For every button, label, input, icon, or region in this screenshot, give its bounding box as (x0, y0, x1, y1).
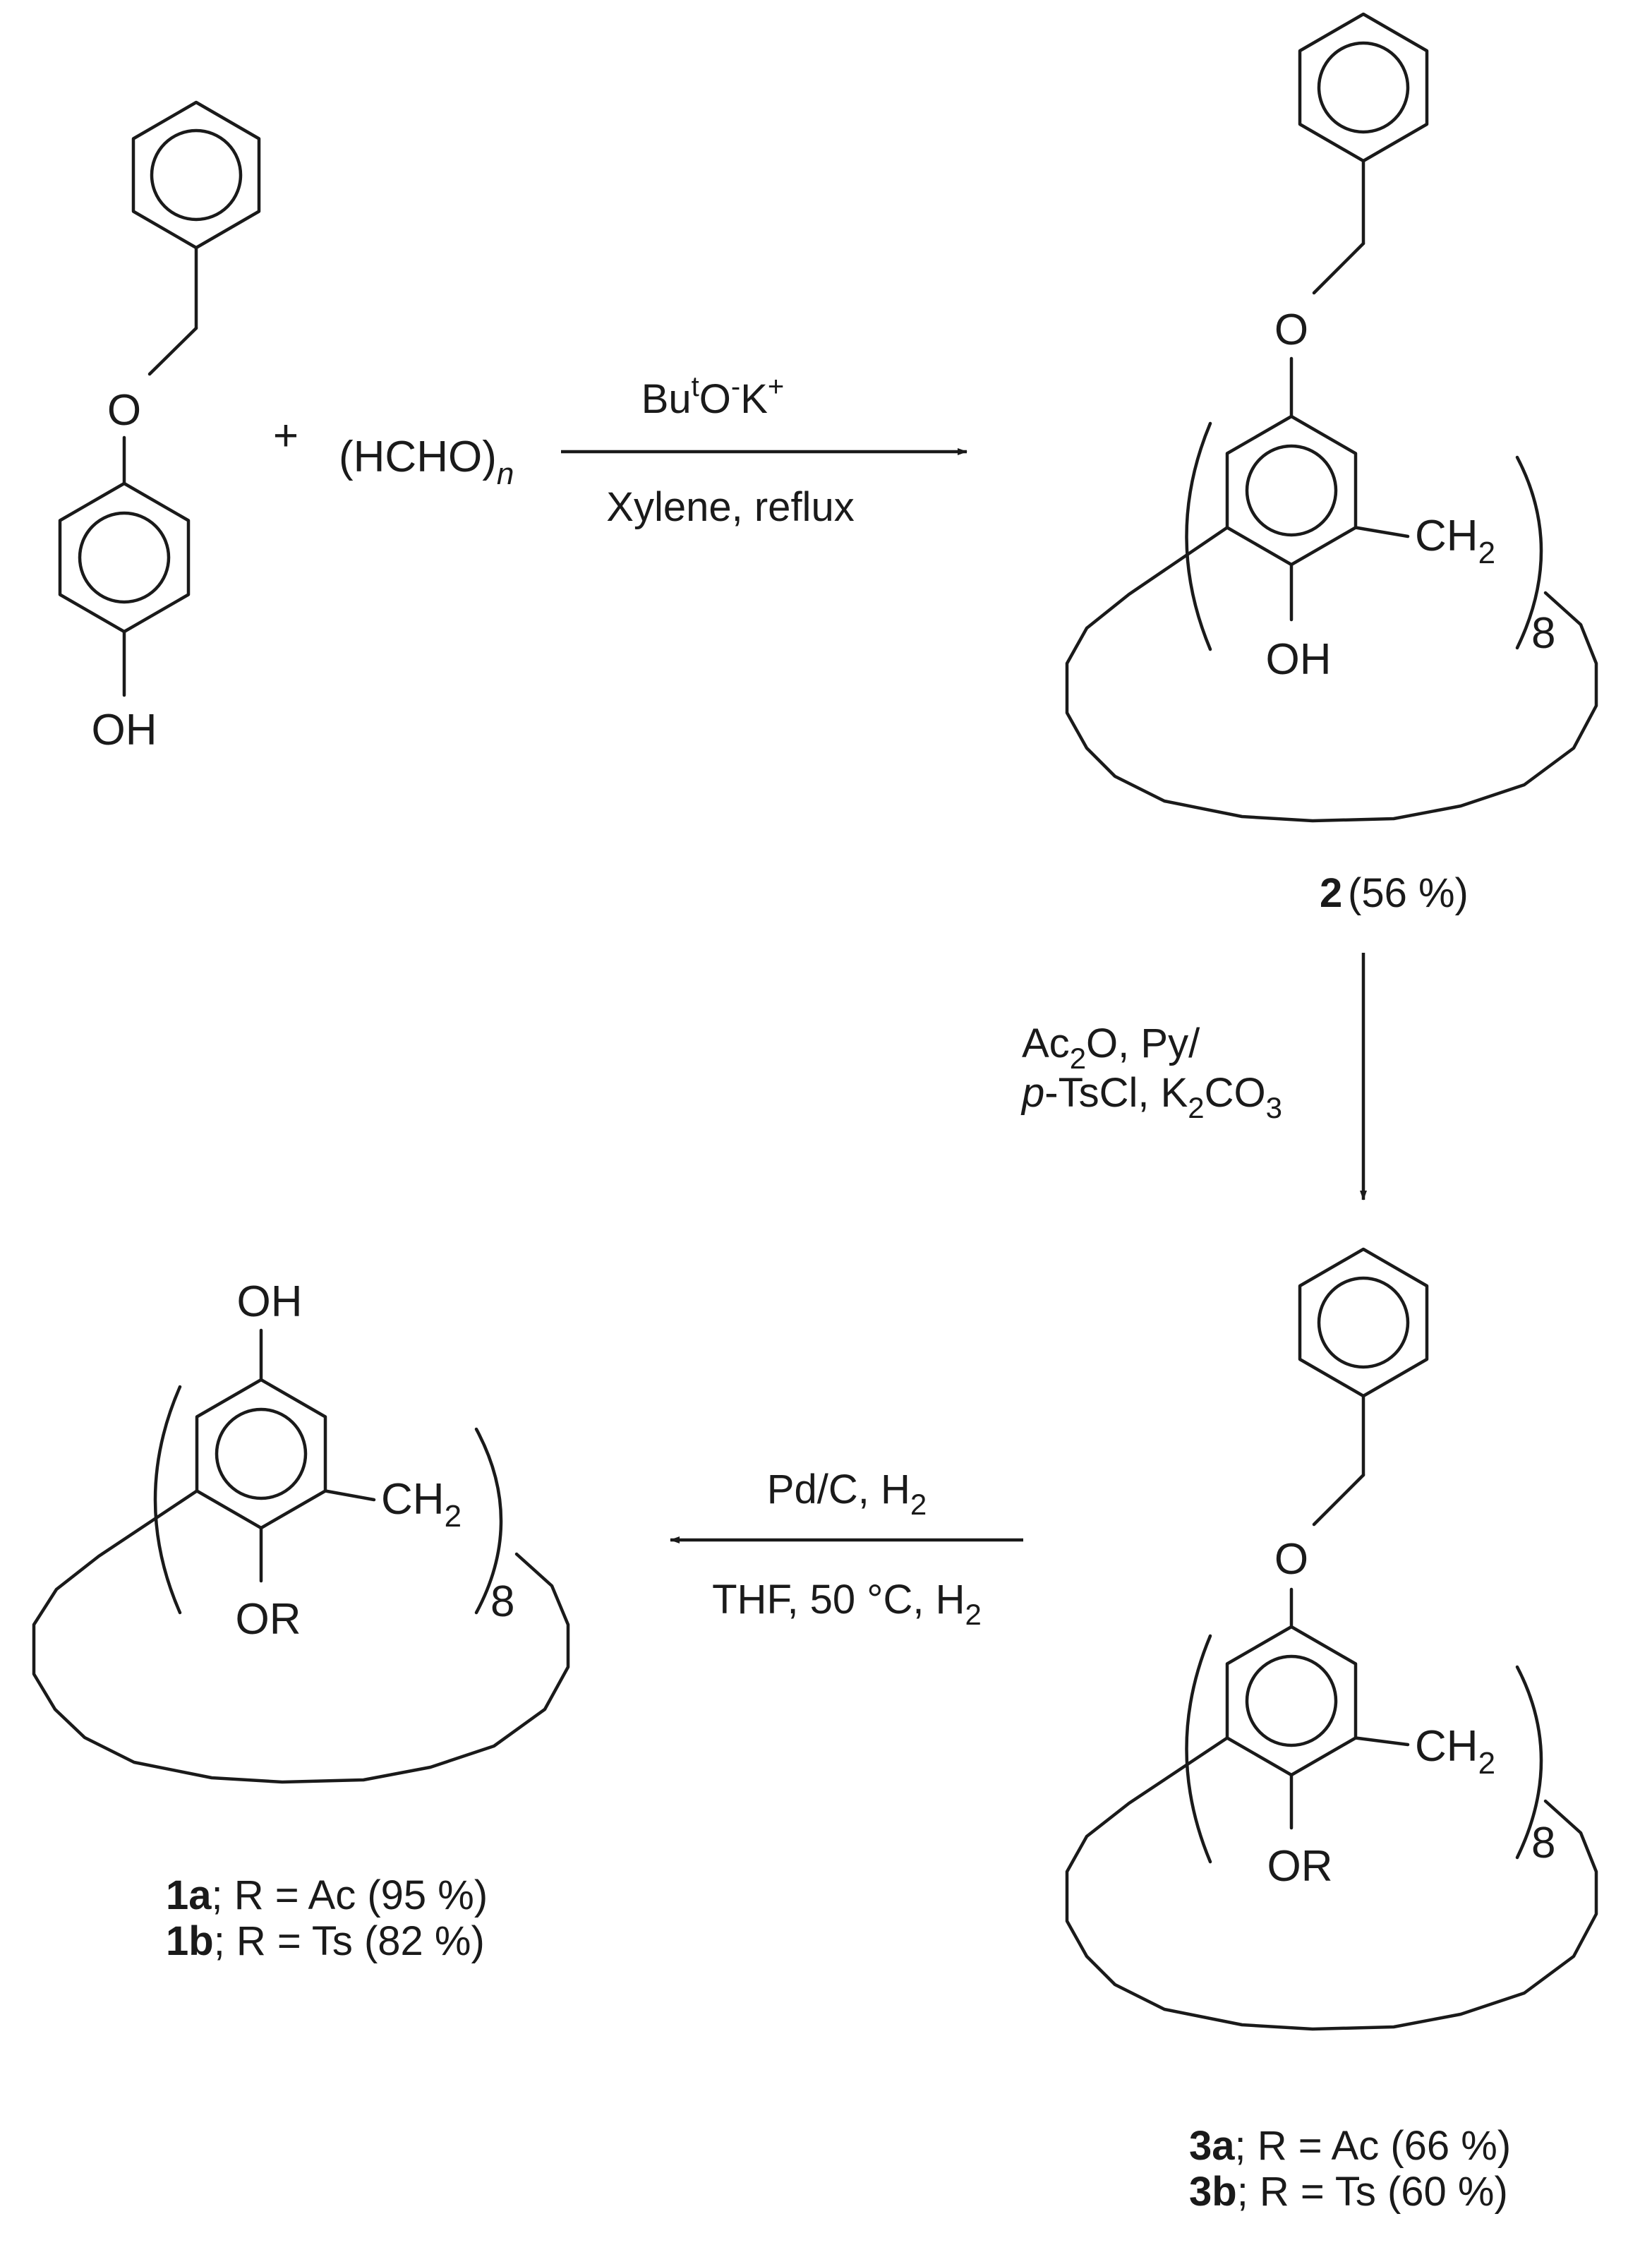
oxygen-label: O (1274, 1535, 1308, 1584)
hydroxyl-label: OH (237, 1277, 303, 1326)
macrocycle-ring (32, 1489, 570, 1784)
bond (147, 326, 198, 376)
repeat-count: 8 (1531, 609, 1555, 658)
aromatic-circle (1317, 41, 1410, 134)
repeat-count: 8 (490, 1577, 514, 1626)
right-bracket (1515, 1665, 1543, 1860)
methylene-label: CH2 (1415, 512, 1495, 570)
aromatic-circle (1317, 1276, 1410, 1369)
compound-2-yield: (56 %) (1348, 870, 1469, 916)
right-bracket (1515, 455, 1543, 650)
methylene-label: CH2 (1415, 1722, 1495, 1781)
compound-1-macrocycle: OH CH2 OR 8 1a; R = Ac (95 %) 1b; R = Ts… (32, 1277, 570, 1964)
ester-or-label: OR (236, 1595, 301, 1644)
step3-reagent-label: Pd/C, H2 (767, 1467, 927, 1521)
step2-reagent-line1: Ac2O, Py/ (1022, 1021, 1200, 1075)
compound-2-id: 2 (1320, 870, 1342, 916)
compound-2-macrocycle: O CH2 OH 8 2 (56 %) (1065, 12, 1598, 916)
step1-solvent-label: Xylene, reflux (606, 484, 854, 530)
aromatic-circle (1245, 1654, 1338, 1747)
bond (1353, 526, 1410, 538)
left-bracket (1185, 421, 1212, 651)
macrocycle-ring (1065, 526, 1598, 823)
ester-or-label: OR (1267, 1842, 1333, 1891)
reaction-arrow-step1: ButO-K+ Xylene, reflux (561, 371, 967, 530)
step1-reagent-label: ButO-K+ (641, 371, 785, 422)
bond (1312, 241, 1365, 295)
compound-1b-caption: 1b; R = Ts (82 %) (166, 1918, 485, 1964)
bond (323, 1489, 376, 1502)
right-bracket (474, 1427, 503, 1615)
aromatic-circle (78, 511, 171, 604)
compound-3a-caption: 3a; R = Ac (66 %) (1189, 2123, 1511, 2169)
hydroxyl-label: OH (92, 706, 157, 754)
reactant-benzyloxyphenol: O OH (58, 100, 261, 754)
compound-3b-caption: 3b; R = Ts (60 %) (1189, 2169, 1508, 2215)
compound-3-macrocycle: O CH2 OR 8 3a; R = Ac (66 %) 3b; R = Ts … (1065, 1247, 1598, 2215)
bond (1353, 1736, 1410, 1747)
aromatic-circle (215, 1407, 308, 1500)
step3-solvent-label: THF, 50 °C, H2 (712, 1577, 982, 1631)
aromatic-circle (150, 128, 243, 222)
methylene-label: CH2 (381, 1475, 462, 1534)
bond (1312, 1473, 1365, 1527)
reaction-arrow-step2: Ac2O, Py/ p-TsCl, K2CO3 (1020, 953, 1367, 1200)
aromatic-circle (1245, 444, 1338, 537)
hydroxyl-label: OH (1266, 635, 1332, 684)
plus-sign: + (273, 411, 299, 460)
compound-1a-caption: 1a; R = Ac (95 %) (166, 1872, 488, 1918)
left-bracket (153, 1385, 182, 1615)
oxygen-label: O (107, 386, 141, 435)
paraformaldehyde-label: (HCHO)n (339, 433, 514, 491)
step2-reagent-line2: p-TsCl, K2CO3 (1020, 1070, 1282, 1124)
macrocycle-ring (1065, 1736, 1598, 2031)
oxygen-label: O (1274, 306, 1308, 354)
repeat-count: 8 (1531, 1819, 1555, 1867)
reaction-arrow-step3: Pd/C, H2 THF, 50 °C, H2 (670, 1467, 1023, 1631)
left-bracket (1185, 1634, 1212, 1864)
